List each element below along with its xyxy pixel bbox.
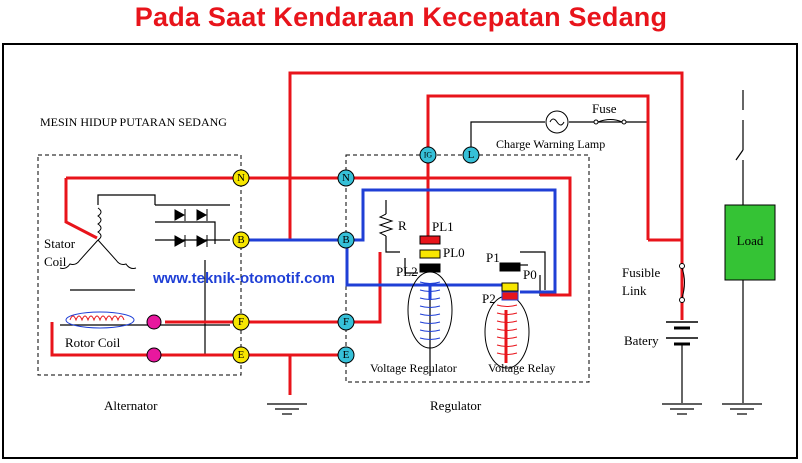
fuse-label: Fuse (592, 101, 617, 116)
p0-label: P0 (523, 267, 537, 282)
voltage-relay-label: Voltage Relay (488, 361, 555, 375)
fusible-link-icon (679, 263, 685, 303)
p2-label: P2 (482, 291, 496, 306)
stator-label-1: Stator (44, 236, 76, 251)
rotor-terminal-top (146, 314, 162, 330)
page-title: Pada Saat Kendaraan Kecepatan Sedang (134, 2, 668, 32)
contact-pl2 (419, 263, 441, 273)
reg-terminal-ig: IG (424, 151, 433, 160)
alternator-terminals (232, 169, 250, 364)
reg-terminal-n: N (342, 172, 350, 184)
alternator-box (37, 154, 242, 376)
contact-p1 (499, 262, 521, 272)
rectifier-diodes (174, 209, 208, 247)
black-wires (60, 90, 762, 415)
alt-terminal-f: F (238, 316, 244, 328)
load-label: Load (737, 233, 764, 248)
outer-frame (2, 43, 798, 459)
fuse-icon (593, 119, 627, 125)
fusible-label-1: Fusible (622, 265, 661, 280)
reg-terminal-l: L (468, 149, 475, 161)
alternator-label: Alternator (104, 398, 158, 413)
mesin-label: MESIN HIDUP PUTARAN SEDANG (40, 115, 227, 129)
contact-p2 (501, 291, 519, 301)
pl1-label: PL1 (432, 219, 454, 234)
watermark-text: www.teknik-otomotif.com (152, 270, 335, 287)
rotor-terminal-bottom (146, 347, 162, 363)
charge-lamp-label: Charge Warning Lamp (496, 137, 605, 151)
resistor-label: R (398, 218, 407, 233)
reg-terminal-e: E (343, 349, 350, 361)
stator-coil-symbol (59, 207, 137, 269)
battery-icon (666, 321, 698, 346)
alt-terminal-n: N (237, 172, 245, 184)
contact-pl1 (419, 235, 441, 245)
regulator-terminals (337, 146, 480, 364)
stator-label-2: Coil (44, 254, 67, 269)
pl0-label: PL0 (443, 245, 465, 260)
reg-terminal-f: F (343, 316, 349, 328)
rotor-coil-label: Rotor Coil (65, 335, 121, 350)
contact-pl0 (419, 249, 441, 259)
regulator-label: Regulator (430, 398, 482, 413)
alt-terminal-e: E (238, 349, 245, 361)
resistor-symbol (378, 213, 394, 237)
load-box (724, 204, 776, 281)
rotor-coil-symbol (65, 311, 135, 329)
reg-terminal-b: B (342, 234, 349, 246)
batery-label: Batery (624, 333, 659, 348)
voltage-regulator-label: Voltage Regulator (370, 361, 457, 375)
fusible-label-2: Link (622, 283, 647, 298)
alt-terminal-b: B (237, 234, 244, 246)
p1-label: P1 (486, 250, 500, 265)
pl2-label: PL2 (396, 264, 418, 279)
contact-p0 (501, 282, 519, 292)
